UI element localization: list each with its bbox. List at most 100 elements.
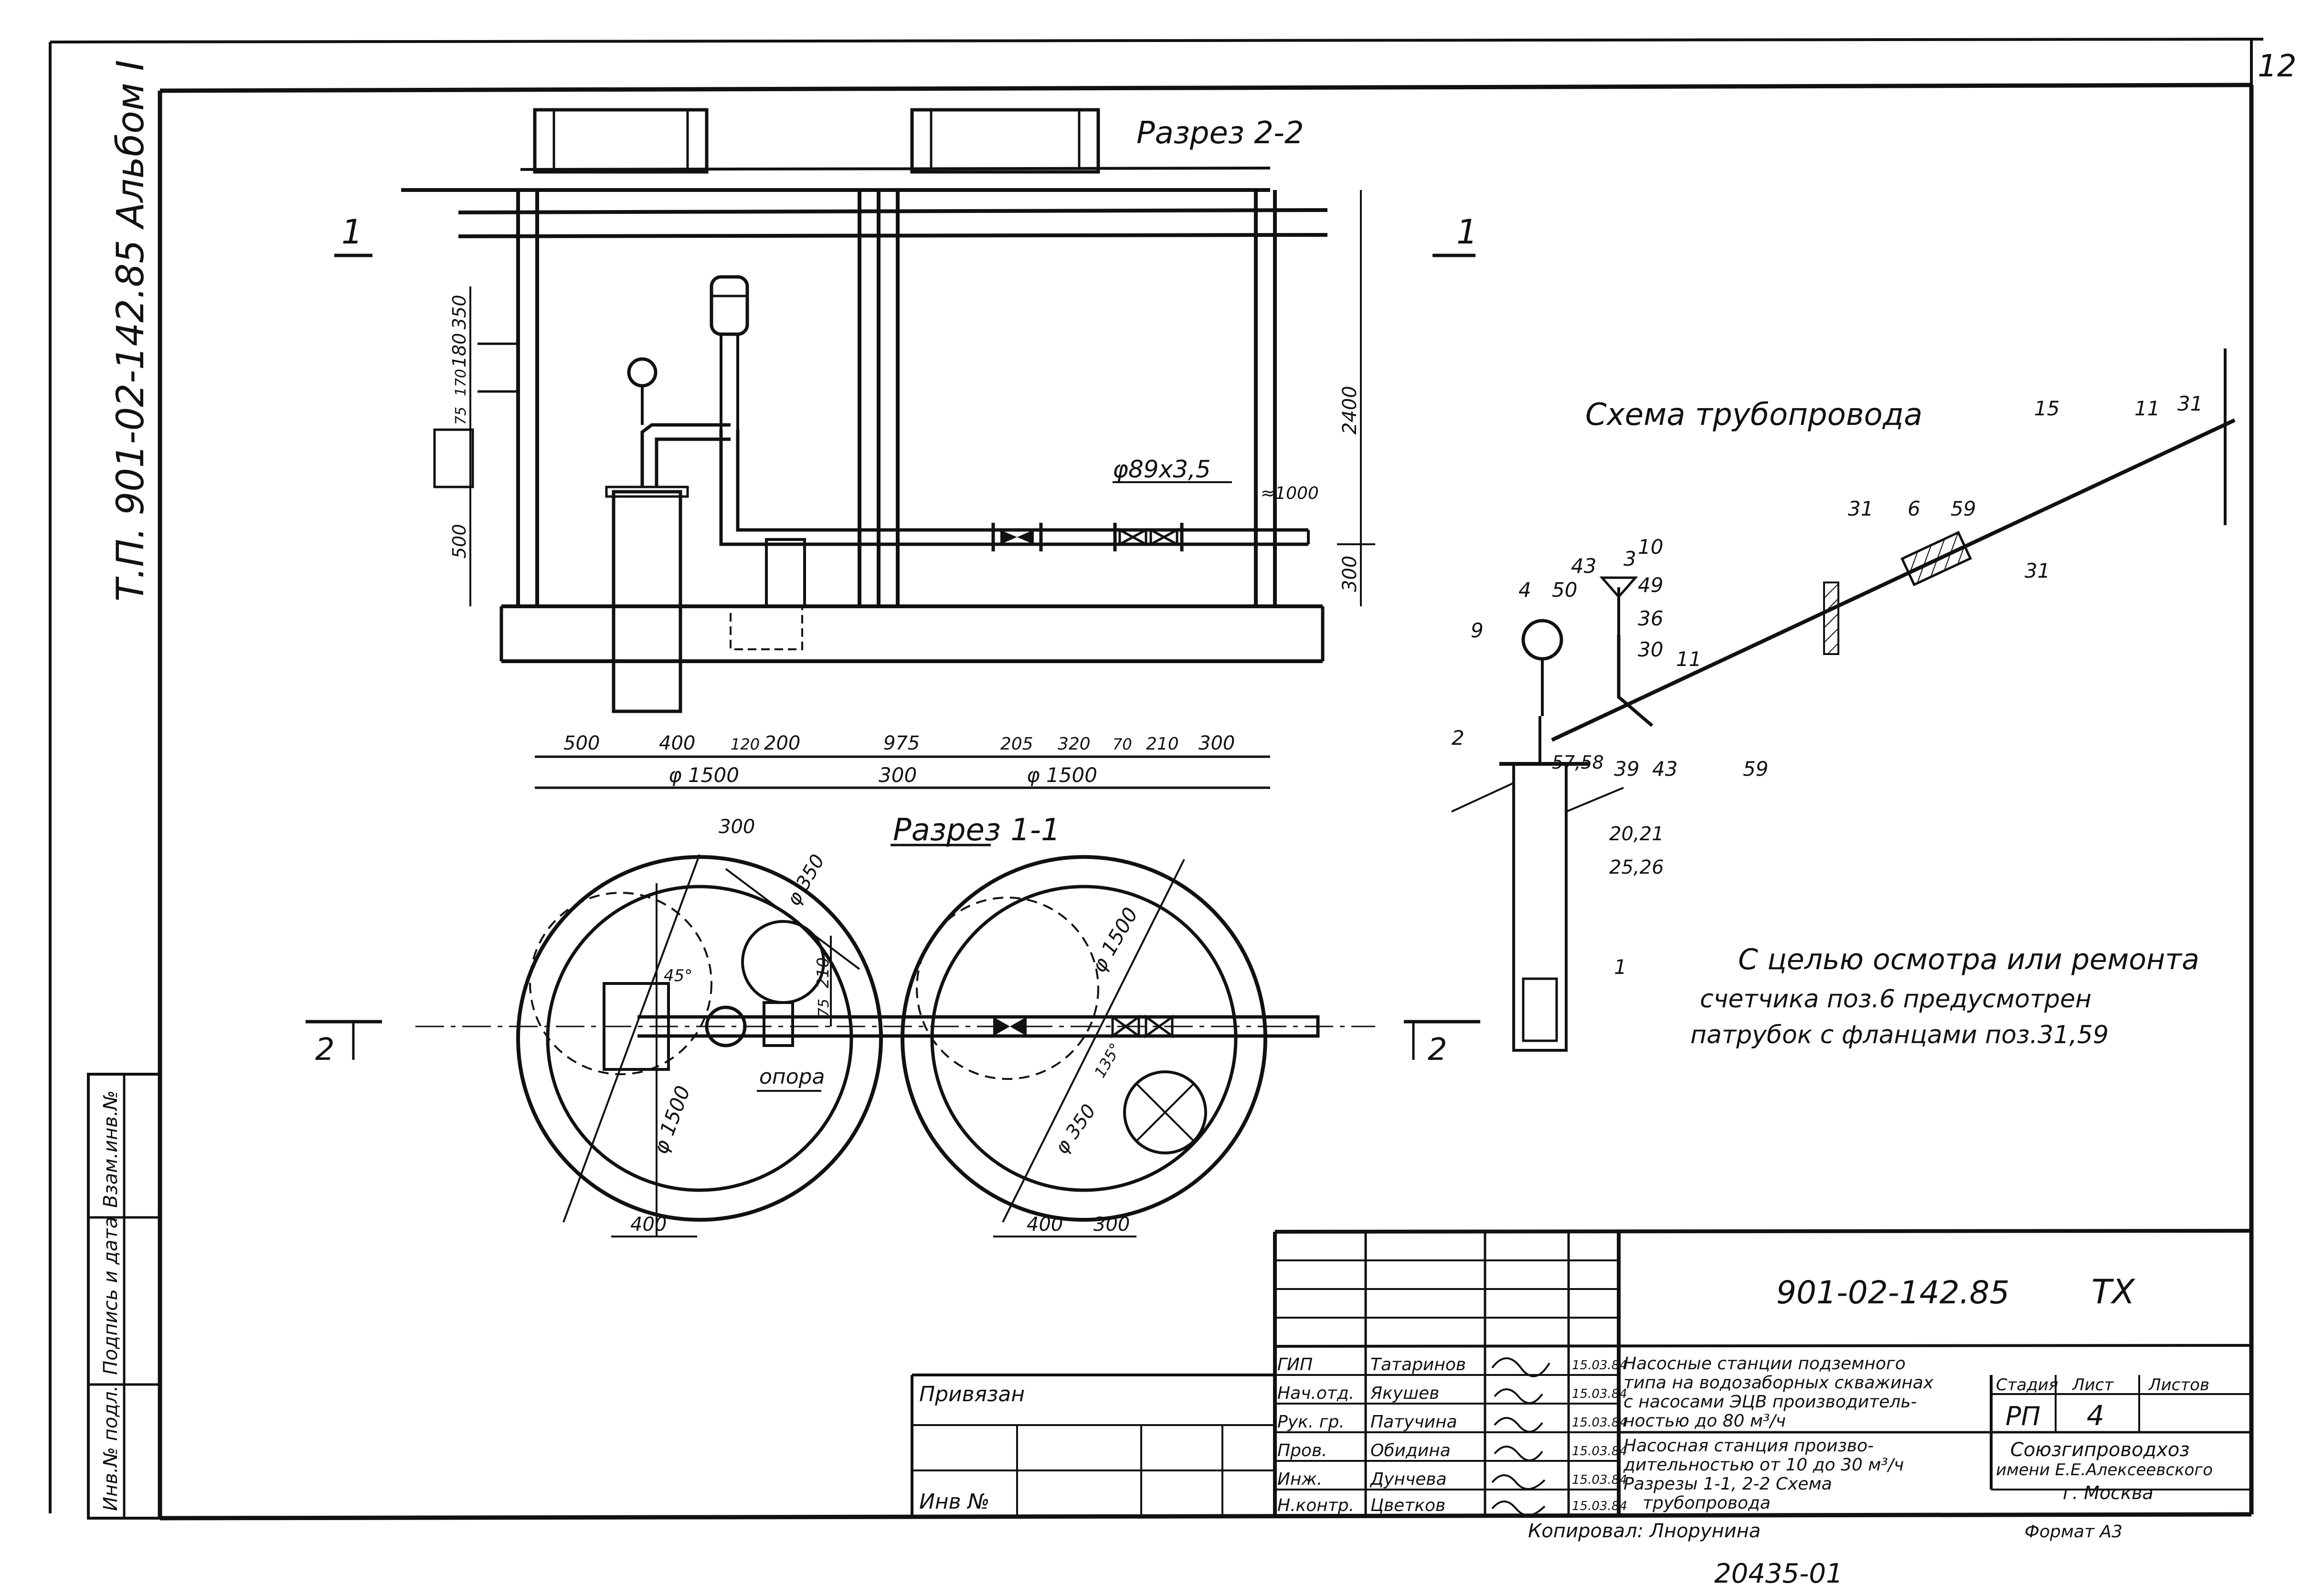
diam-dim-left: φ 1500	[668, 763, 739, 787]
pos-50: 50	[1552, 578, 1577, 602]
s11-dim-75: 75	[816, 999, 832, 1017]
right-dim-2400: 2400	[1339, 386, 1361, 434]
doc-mark: ТХ	[2091, 1272, 2136, 1311]
project-title-1: Насосные станции подземного	[1623, 1354, 1906, 1374]
role-gip: ГИП	[1277, 1355, 1313, 1374]
left-dim-500: 500	[449, 524, 470, 559]
bottom-dim-975: 975	[883, 732, 920, 754]
bottom-dim-500: 500	[563, 732, 600, 754]
signatures	[1491, 1357, 1550, 1516]
pos-39: 39	[1614, 757, 1639, 781]
title-block-grid	[911, 1229, 2252, 1516]
section-1-1-title: Разрез 1-1	[893, 813, 1061, 848]
org-line-3: г. Москва	[2063, 1482, 2154, 1503]
pos-31-b: 31	[2025, 559, 2050, 582]
s11-bottom-dim-400-right: 400	[1027, 1214, 1063, 1236]
pos-57-58: 57,58	[1552, 752, 1604, 773]
format-label: Формат А3	[2025, 1522, 2122, 1542]
section-2-2-title: Разрез 2-2	[1136, 116, 1304, 151]
sheet-title-3: Разрезы 1-1, 2-2 Схема	[1623, 1474, 1832, 1494]
scheme-note-line-3: патрубок с фланцами поз.31,59	[1690, 1021, 2109, 1049]
pos-11-right: 11	[2134, 397, 2160, 420]
privyazan-label: Привязан	[919, 1382, 1025, 1406]
org-line-1: Союзгипроводхоз	[2010, 1439, 2190, 1461]
role-ruk-gr: Рук. гр.	[1277, 1412, 1345, 1432]
left-dim-75: 75	[453, 407, 469, 425]
bottom-dimension-chain	[535, 755, 1270, 789]
scheme-drawing	[1451, 349, 2236, 1052]
margin-vzam-inv: Взам.инв.№	[100, 1090, 122, 1208]
s11-dim-350-right: φ 350	[1051, 1100, 1101, 1158]
pos-2: 2	[1452, 726, 1464, 750]
sheet-header: Лист	[2071, 1375, 2114, 1395]
corner-number: 12	[2258, 49, 2296, 84]
role-nach-otd: Нач.отд.	[1277, 1384, 1354, 1403]
sheet-title-2: дительностью от 10 до 30 м³/ч	[1623, 1455, 1904, 1475]
margin-inv-podl: Инв.№ подл.	[100, 1385, 122, 1511]
margin-stamp	[87, 1073, 161, 1520]
pos-43-top: 43	[1571, 554, 1596, 578]
right-dimension-chain	[1337, 190, 1375, 606]
pos-59-top: 59	[1951, 497, 1976, 520]
cut-mark-2-right: 2	[1428, 1032, 1447, 1068]
name-duncheva: Дунчева	[1369, 1469, 1447, 1489]
cut-mark-1-left: 1	[341, 212, 363, 252]
scheme-note-line-2: счетчика поз.6 предусмотрен	[1700, 985, 2091, 1014]
project-title-4: ностью до 80 м³/ч	[1623, 1411, 1786, 1431]
pos-10: 10	[1638, 535, 1663, 559]
pos-36: 36	[1638, 607, 1663, 630]
pos-31-c: 31	[2177, 392, 2203, 415]
pipe-label: φ89х3,5	[1113, 455, 1211, 483]
s11-dim-210: 210	[814, 957, 833, 988]
role-inzh: Инж.	[1277, 1469, 1322, 1489]
date-2: 15.03.84	[1572, 1387, 1627, 1401]
copied-by: Копировал: Лнорунина	[1528, 1520, 1761, 1542]
bottom-dim-400: 400	[659, 732, 695, 754]
pipe-length: ≈1000	[1261, 484, 1319, 503]
scheme-note-line-1: С целью осмотра или ремонта	[1738, 943, 2199, 976]
s11-opora: опора	[759, 1065, 825, 1089]
pos-11-left: 11	[1676, 647, 1701, 671]
pos-3: 3	[1623, 547, 1636, 571]
pos-59-bottom: 59	[1743, 757, 1768, 781]
s11-dim-135: 135°	[1091, 1040, 1125, 1081]
date-4: 15.03.84	[1572, 1444, 1627, 1459]
diam-dim-right: φ 1500	[1027, 763, 1097, 787]
bottom-dim-320: 320	[1058, 734, 1091, 754]
s11-bottom-dim-300: 300	[1093, 1214, 1130, 1236]
date-3: 15.03.84	[1572, 1416, 1627, 1430]
bottom-dim-120: 120	[731, 735, 760, 753]
pos-30: 30	[1638, 638, 1663, 661]
stage-header: Стадия	[1996, 1375, 2058, 1395]
cut-mark-2-left: 2	[315, 1032, 335, 1068]
pos-15: 15	[2034, 397, 2059, 420]
name-yakushev: Якушев	[1370, 1384, 1439, 1403]
bottom-dim-205: 205	[1000, 734, 1033, 754]
bottom-dim-70: 70	[1113, 735, 1132, 753]
role-n-kontr: Н.контр.	[1277, 1496, 1354, 1515]
inner-frame	[158, 83, 2254, 1521]
s11-dim-45: 45°	[664, 966, 692, 985]
bottom-dim-210: 210	[1146, 734, 1179, 754]
s11-dim-1500-left: φ 1500	[648, 1083, 695, 1157]
pos-43-bottom: 43	[1652, 757, 1677, 781]
name-obidina: Обидина	[1370, 1441, 1451, 1460]
date-1: 15.03.84	[1572, 1358, 1627, 1373]
org-line-2: имени Е.Е.Алексеевского	[1996, 1460, 2213, 1480]
right-dim-300: 300	[1339, 556, 1361, 592]
sheet-title-1: Насосная станция произво-	[1623, 1436, 1874, 1456]
scheme-title: Схема трубопровода	[1585, 397, 1922, 433]
sheet-value: 4	[2087, 1399, 2104, 1432]
left-dim-180: 180	[449, 333, 470, 368]
outer-frame	[49, 38, 2264, 1513]
stage-value: РП	[2005, 1401, 2040, 1431]
date-5: 15.03.84	[1572, 1473, 1627, 1487]
project-title-3: с насосами ЭЦВ производитель-	[1623, 1392, 1917, 1412]
pos-25-26: 25,26	[1609, 856, 1664, 878]
sheets-header: Листов	[2148, 1375, 2209, 1395]
role-prov: Пров.	[1277, 1441, 1327, 1460]
section-1-1	[415, 854, 1375, 1237]
doc-code: 901-02-142.85	[1776, 1274, 2010, 1311]
date-6: 15.03.84	[1572, 1499, 1627, 1513]
